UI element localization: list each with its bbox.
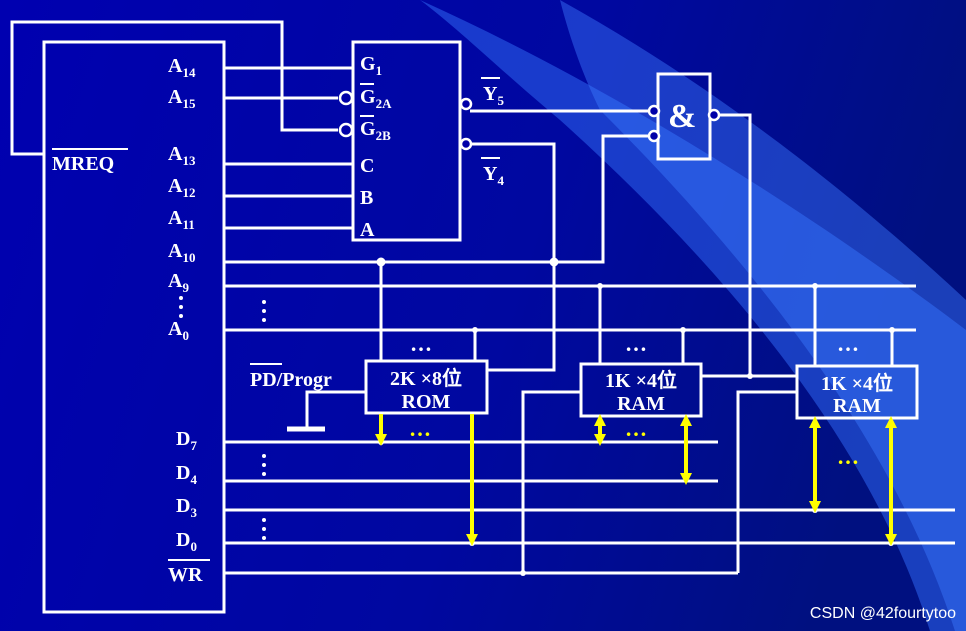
ellipsis-ram1-data: … bbox=[625, 416, 647, 441]
ellipsis-ram2-data: … bbox=[837, 444, 859, 469]
label-g2a: G2A bbox=[360, 86, 392, 111]
rom-label-type: ROM bbox=[402, 391, 451, 413]
bubble-y4 bbox=[459, 137, 473, 151]
label-a11: A11 bbox=[168, 207, 195, 232]
ram1-label-size: 1K ×4位 bbox=[605, 368, 677, 392]
ram2-label-type: RAM bbox=[833, 395, 881, 417]
label-a13: A13 bbox=[168, 143, 196, 168]
label-d3: D3 bbox=[176, 495, 197, 520]
ram1-label-type: RAM bbox=[617, 393, 665, 415]
label-g1: G1 bbox=[360, 53, 382, 78]
ram2-label-size: 1K ×4位 bbox=[821, 371, 893, 395]
label-a10: A10 bbox=[168, 240, 195, 265]
label-b: B bbox=[360, 187, 373, 209]
label-pd-progr: PD/Progr bbox=[250, 369, 332, 391]
bubble-and-out bbox=[707, 108, 721, 122]
background-swoosh bbox=[420, 0, 966, 631]
ellipsis-ram1-addr: … bbox=[625, 331, 647, 356]
label-wr: WR bbox=[168, 564, 203, 586]
label-a: A bbox=[360, 219, 375, 241]
label-c: C bbox=[360, 155, 374, 177]
ellipsis-rom-addr: … bbox=[410, 331, 432, 356]
rom-label-size: 2K ×8位 bbox=[390, 366, 462, 390]
bubble-g2a bbox=[338, 90, 354, 106]
bubble-and-in2 bbox=[647, 129, 661, 143]
label-d0: D0 bbox=[176, 529, 197, 554]
label-a12: A12 bbox=[168, 175, 195, 200]
decoder-74138 bbox=[351, 40, 462, 242]
watermark: CSDN @42fourtytoo bbox=[810, 605, 956, 622]
ellipsis-ram2-addr: … bbox=[837, 331, 859, 356]
label-d7: D7 bbox=[176, 428, 197, 453]
label-a14: A14 bbox=[168, 55, 196, 80]
label-y4: Y4 bbox=[483, 163, 504, 188]
ram-chip-1 bbox=[579, 362, 703, 418]
wire-pd bbox=[305, 390, 366, 429]
label-a15: A15 bbox=[168, 86, 196, 111]
cpu-box bbox=[42, 40, 226, 614]
wire-y4 bbox=[470, 142, 556, 372]
wire-mreq bbox=[10, 20, 338, 156]
label-a9: A9 bbox=[168, 270, 189, 295]
wire-and-out bbox=[701, 113, 752, 378]
label-mreq: MREQ bbox=[52, 153, 114, 175]
and-gate-symbol: & bbox=[668, 98, 696, 135]
rom-chip bbox=[364, 359, 489, 415]
bubble-y5 bbox=[459, 97, 473, 111]
label-a0: A0 bbox=[168, 318, 189, 343]
label-d4: D4 bbox=[176, 462, 197, 487]
bubble-and-in1 bbox=[647, 104, 661, 118]
label-y5: Y5 bbox=[483, 83, 504, 108]
ellipsis-rom-data: … bbox=[409, 416, 431, 441]
bubble-g2b bbox=[338, 122, 354, 138]
label-g2b: G2B bbox=[360, 118, 391, 143]
wire-a10 bbox=[224, 134, 650, 264]
